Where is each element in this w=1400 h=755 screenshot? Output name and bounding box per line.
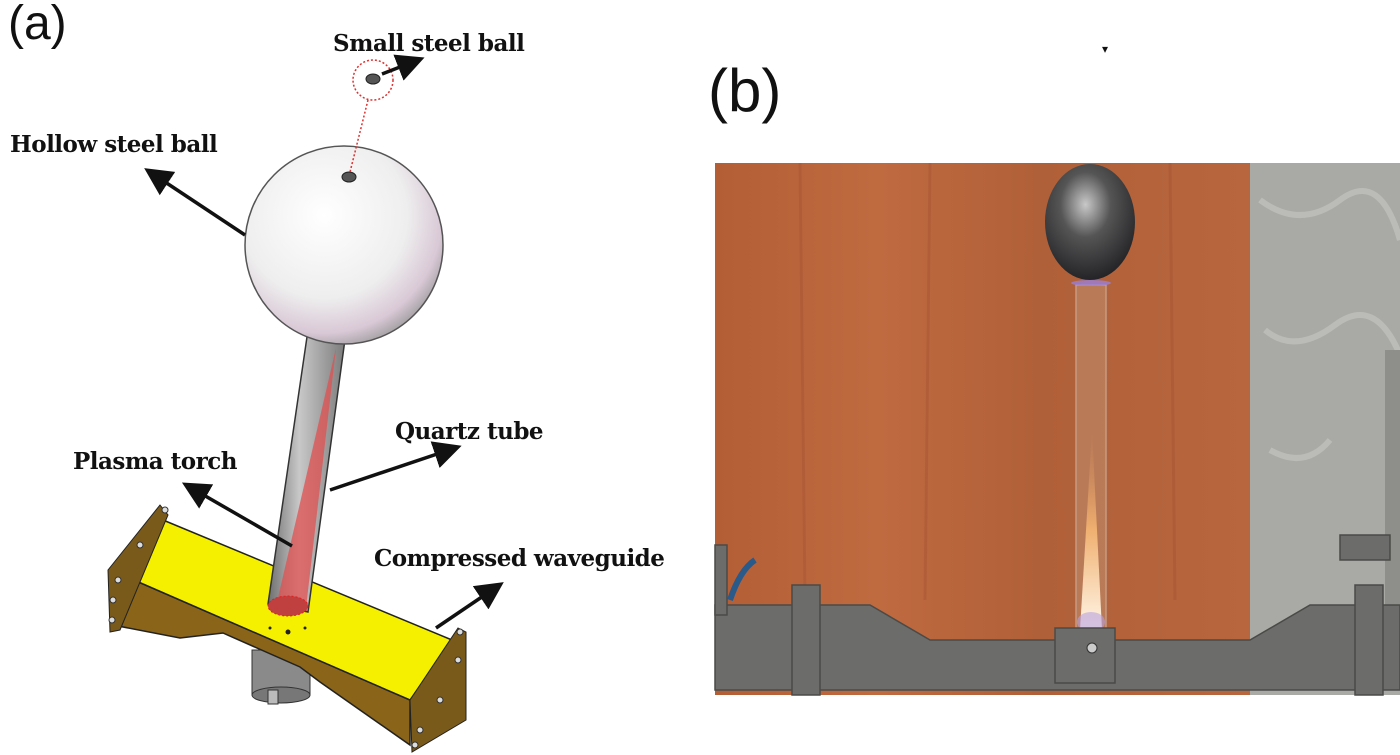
ball-hole [341,171,357,183]
panel-b-label: (b) [708,57,782,124]
label-quartz-tube: Quartz tube [395,418,544,445]
photo-steel-ball [1045,164,1135,280]
stray-mark: ▾ [1102,42,1108,56]
small-ball-arrow [381,54,425,81]
waveguide-diagram [107,54,504,753]
tube-opening [267,595,309,617]
small-ball-leader [349,99,369,173]
hollow-ball-arrow [144,168,246,237]
label-hollow-steel-ball: Hollow steel ball [10,131,218,158]
hollow-steel-ball [244,145,444,345]
experiment-photo [714,162,1400,696]
waveguide-arrow [435,582,504,630]
right-flange [409,627,467,753]
small-steel-ball [365,73,381,85]
label-plasma-torch: Plasma torch [73,448,237,475]
left-flange [107,504,169,633]
waveguide-side-face [117,575,411,747]
label-small-steel-ball: Small steel ball [333,30,525,57]
small-ball-highlight-circle [352,59,394,101]
plasma-torch-arrow [181,482,293,548]
photo-plasma-flame [1080,430,1102,630]
plasma-torch [277,348,336,608]
panel-a-label: (a) [8,0,67,50]
label-compressed-waveguide: Compressed waveguide [374,545,665,572]
photo-frame [714,534,1400,696]
quartz-tube-arrow [329,441,462,492]
